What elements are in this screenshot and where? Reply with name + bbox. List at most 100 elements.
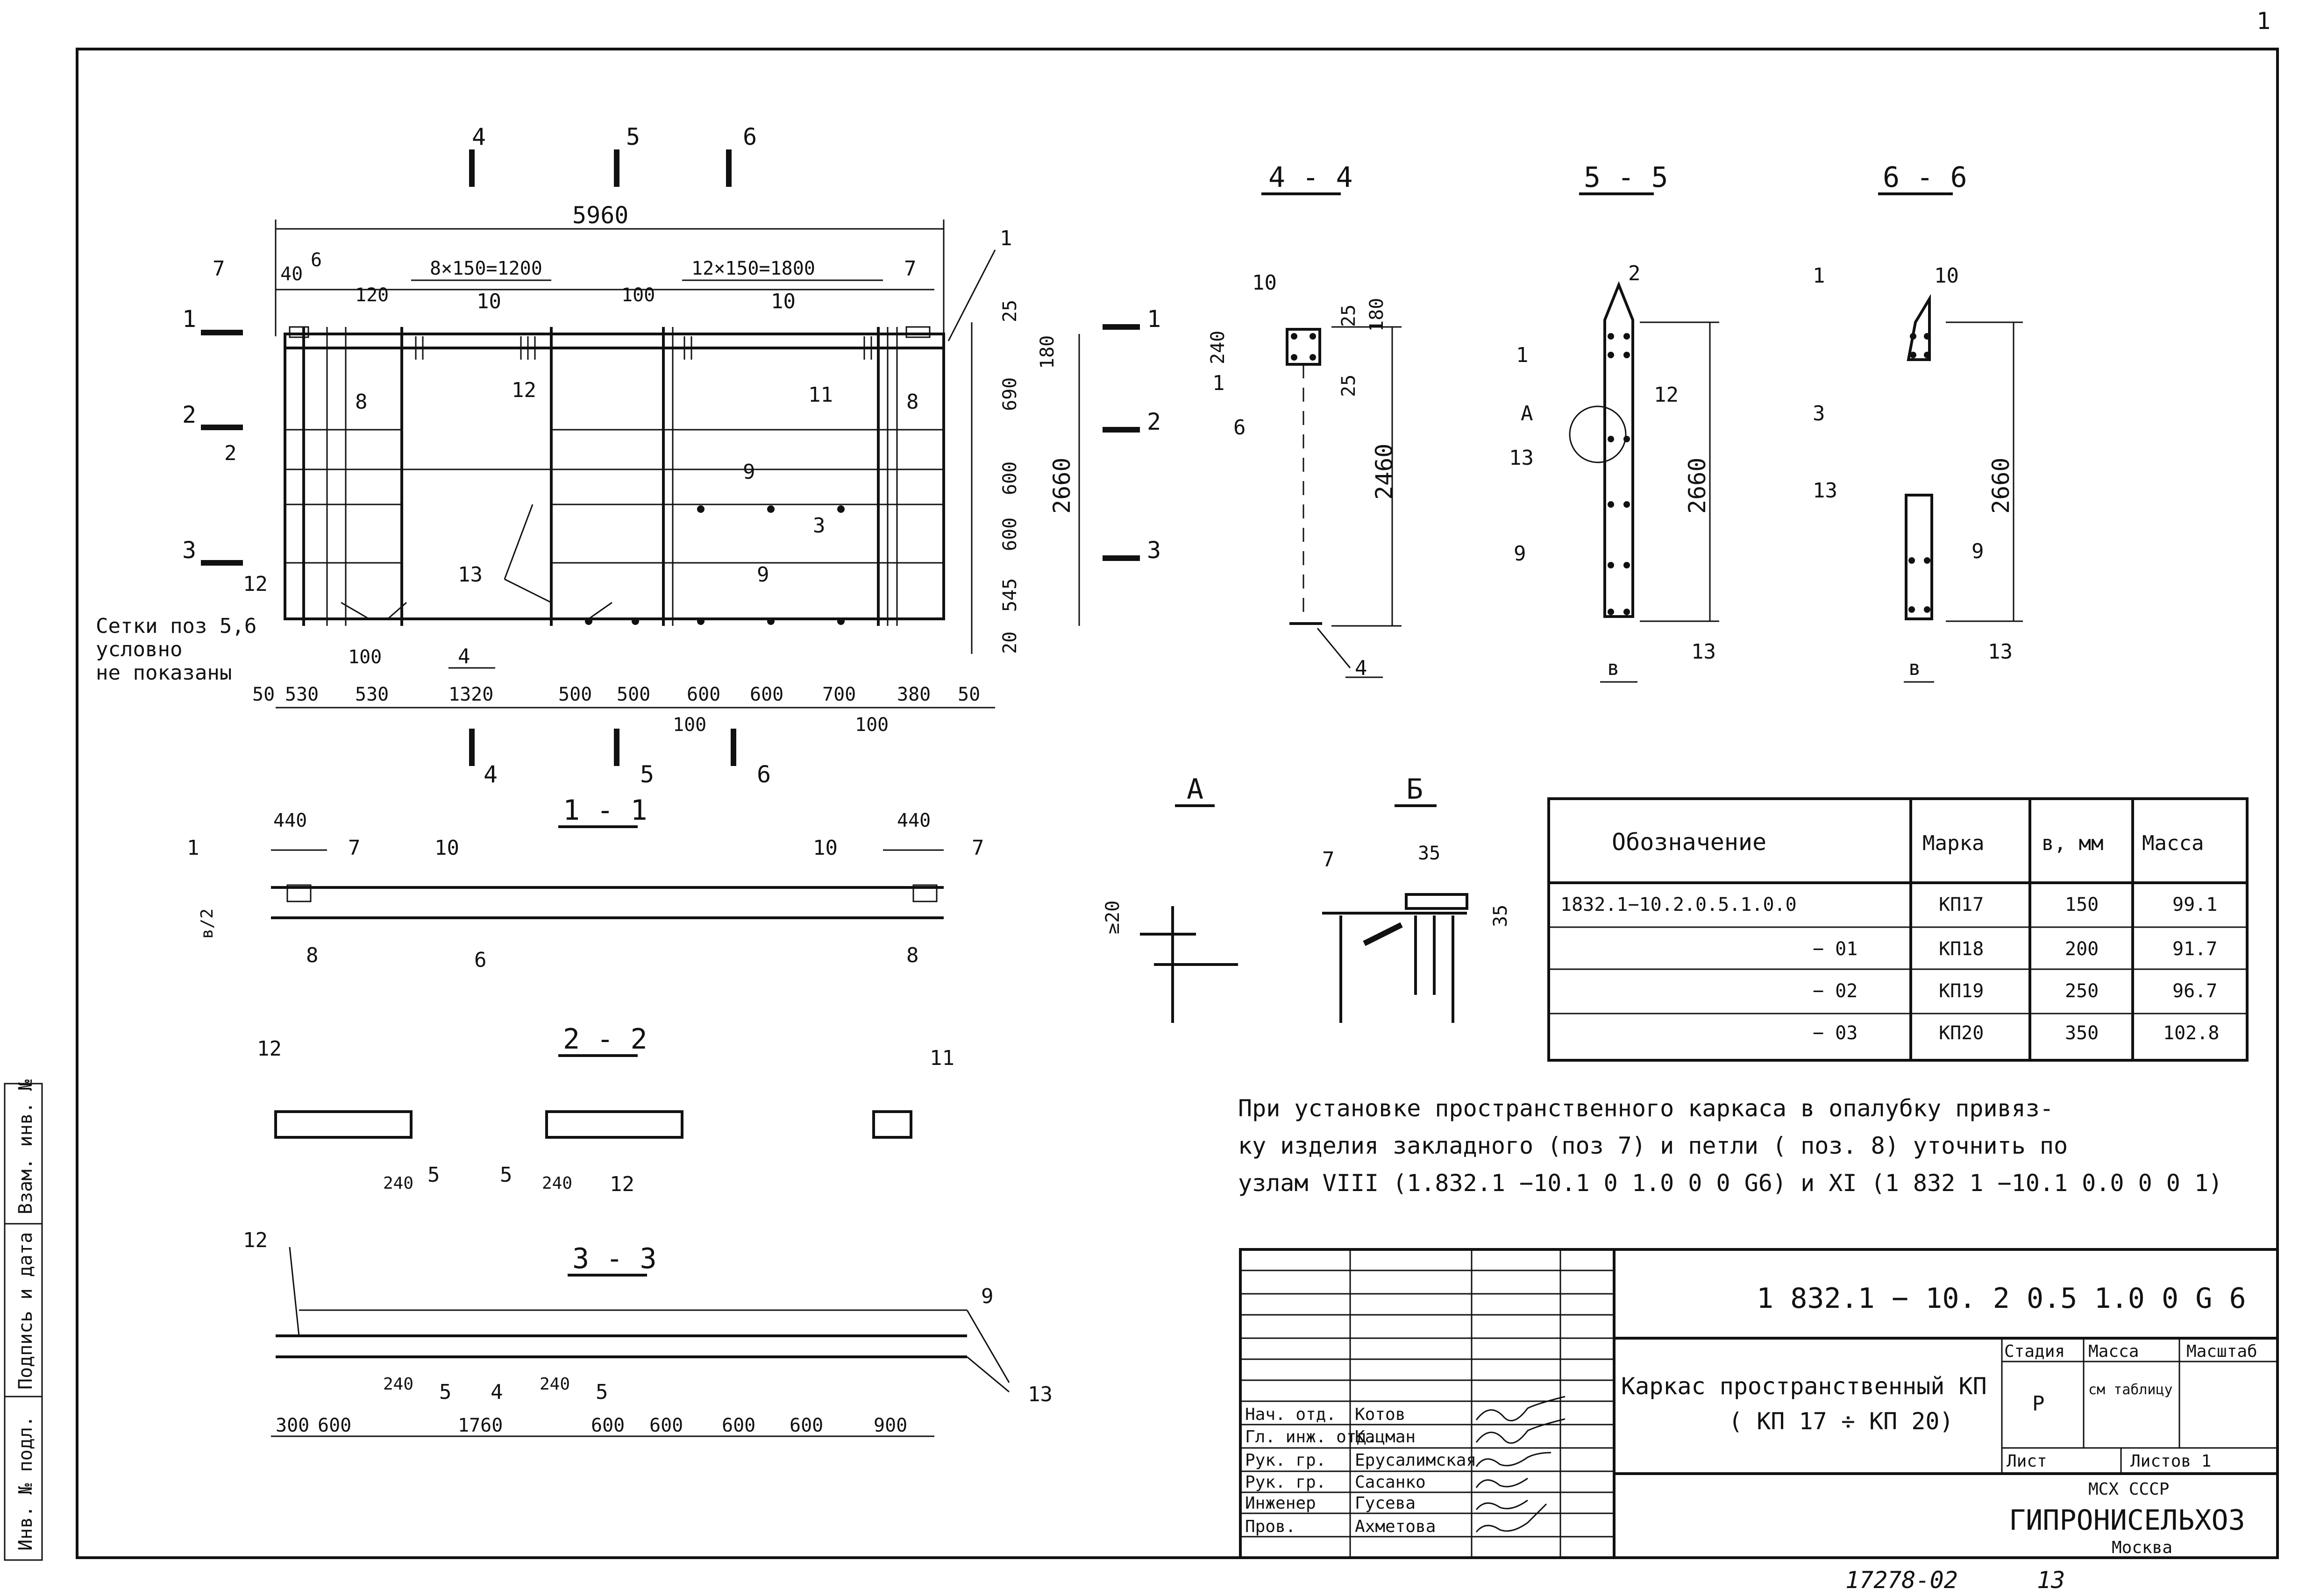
bottom-mark-6: 6 bbox=[757, 761, 771, 788]
dim-overall: 5960 bbox=[572, 202, 628, 229]
pos-label-12b: 12 bbox=[243, 572, 268, 596]
dim-bot-600b: 600 bbox=[750, 684, 783, 705]
spec-row4-b: 350 bbox=[2065, 1022, 2099, 1044]
side-stamp: Инв. № подл. Подпись и дата Взам. инв. № bbox=[4, 1079, 43, 1561]
s11-pos-7a: 7 bbox=[348, 836, 361, 860]
sig-name-4: Сасанко bbox=[1355, 1473, 1426, 1492]
sig-name-5: Гусева bbox=[1355, 1494, 1416, 1513]
detail-a-dim: ≥20 bbox=[1102, 901, 1124, 934]
sig-role-1: Нач. отд. bbox=[1245, 1405, 1336, 1424]
dim-sub-100a: 100 bbox=[348, 646, 382, 668]
s11-pos-8a: 8 bbox=[306, 943, 319, 967]
side-mark-3: 3 bbox=[182, 537, 196, 564]
s11-pos-7b: 7 bbox=[972, 836, 984, 860]
dim-top-12x150: 12×150=1800 bbox=[691, 258, 815, 279]
side-mark-2r: 2 bbox=[1147, 408, 1161, 435]
s22-pos-5b: 5 bbox=[500, 1163, 512, 1187]
pos-label-8a: 8 bbox=[355, 390, 368, 414]
s44-pos-4: 4 bbox=[1355, 656, 1367, 680]
pos-label-10a: 10 bbox=[477, 290, 501, 313]
detail-b-pos-7: 7 bbox=[1322, 848, 1335, 872]
s55-pos-13b: 13 bbox=[1691, 640, 1716, 664]
s22-pos-12b: 12 bbox=[610, 1172, 634, 1196]
s11-dim-b2: в/2 bbox=[198, 908, 217, 939]
section-1-1: 1 - 1 440 440 в/2 1 7 10 10 7 8 6 8 bbox=[187, 794, 984, 972]
s44-dim-25b: 25 bbox=[1338, 375, 1359, 397]
pos-label-10b: 10 bbox=[771, 290, 796, 313]
sig-name-3: Ерусалимская bbox=[1355, 1451, 1476, 1470]
sig-role-3: Рук. гр. bbox=[1245, 1451, 1326, 1470]
note-line-1: Сетки поз 5,6 bbox=[96, 614, 256, 638]
dim-top-40: 40 bbox=[280, 263, 303, 285]
detail-b-title: Б bbox=[1406, 773, 1423, 806]
spec-row3-mark: КП19 bbox=[1939, 980, 1984, 1002]
bottom-mark-5: 5 bbox=[640, 761, 654, 788]
s33-dim-1760: 1760 bbox=[458, 1415, 503, 1436]
dim-right-25: 25 bbox=[999, 300, 1021, 322]
s66-dim-2660: 2660 bbox=[1987, 458, 2014, 514]
stage-value: Р bbox=[2032, 1392, 2045, 1416]
section-5-5: 5 - 5 2660 в 2 1 А 12 13 9 13 bbox=[1509, 161, 1719, 683]
main-view: 5960 40 120 8×150=1200 100 12×150=1800 bbox=[96, 123, 1161, 788]
section-5-5-title: 5 - 5 bbox=[1584, 161, 1668, 194]
title-line-1: Каркас пространственный КП bbox=[1621, 1373, 1987, 1400]
s66-dim-b: в bbox=[1908, 656, 1921, 680]
installation-note: При установке пространственного каркаса … bbox=[1238, 1095, 2222, 1197]
archive-number: 17278-02 bbox=[1845, 1567, 1958, 1594]
spec-row4-mark: КП20 bbox=[1939, 1022, 1984, 1044]
note-line-3: не показаны bbox=[96, 661, 232, 685]
s33-dim-240b: 240 bbox=[540, 1375, 570, 1394]
s55-pos-1: 1 bbox=[1516, 343, 1529, 367]
stage-label: Стадия bbox=[2004, 1342, 2065, 1361]
mass-label: Масса bbox=[2088, 1342, 2139, 1361]
spec-row2-mark: КП18 bbox=[1939, 938, 1984, 960]
title-block: Нач. отд. Котов Гл. инж. отд. Кацман Рук… bbox=[1239, 1248, 2279, 1559]
section-2-2: 2 - 2 12 11 5 5 12 240 240 bbox=[257, 1023, 954, 1196]
dim-right-600a: 600 bbox=[999, 461, 1021, 495]
dim-right-2660: 2660 bbox=[1048, 458, 1075, 514]
spec-row2-mass: 91.7 bbox=[2172, 938, 2217, 960]
s55-pos-12: 12 bbox=[1654, 383, 1679, 407]
dim-bot-700: 700 bbox=[822, 684, 856, 705]
side-stamp-inv: Инв. № подл. bbox=[15, 1416, 36, 1551]
dim-bot-50b: 50 bbox=[958, 684, 980, 705]
s22-dim-240a: 240 bbox=[383, 1174, 413, 1193]
note-line-2: условно bbox=[96, 638, 182, 661]
s66-pos-3: 3 bbox=[1813, 402, 1825, 426]
s44-pos-10: 10 bbox=[1252, 271, 1277, 295]
dim-right-690: 690 bbox=[999, 377, 1021, 411]
section-2-2-title: 2 - 2 bbox=[563, 1023, 648, 1056]
note-line-b: ку изделия закладного (поз 7) и петли ( … bbox=[1238, 1132, 2068, 1159]
dim-bot-600a: 600 bbox=[687, 684, 720, 705]
dim-bot-500a: 500 bbox=[558, 684, 592, 705]
dim-top-100: 100 bbox=[621, 284, 655, 306]
bottom-mark-4: 4 bbox=[484, 761, 498, 788]
s33-pos-9: 9 bbox=[981, 1284, 994, 1308]
dim-right-20: 20 bbox=[999, 631, 1021, 654]
s44-dim-2460: 2460 bbox=[1371, 444, 1398, 500]
s33-dim-600d: 600 bbox=[722, 1415, 755, 1436]
s33-pos-12: 12 bbox=[243, 1228, 268, 1252]
spec-row2-b: 200 bbox=[2065, 938, 2099, 960]
dim-top-120: 120 bbox=[355, 284, 389, 306]
pos-label-8b: 8 bbox=[906, 390, 919, 414]
handwritten-signatures bbox=[1475, 1396, 1566, 1532]
section-4-4-title: 4 - 4 bbox=[1268, 161, 1353, 194]
s11-dim-440a: 440 bbox=[273, 810, 307, 831]
mass-value: см таблицу bbox=[2088, 1382, 2173, 1398]
section-6-6-title: 6 - 6 bbox=[1883, 161, 1967, 194]
sig-role-5: Инженер bbox=[1245, 1494, 1316, 1513]
s11-dim-440b: 440 bbox=[897, 810, 931, 831]
s44-pos-1: 1 bbox=[1212, 371, 1225, 395]
spec-header-b: в, мм bbox=[2042, 831, 2103, 855]
section-3-3-title: 3 - 3 bbox=[572, 1242, 657, 1275]
s55-pos-2: 2 bbox=[1628, 262, 1641, 285]
s66-pos-1: 1 bbox=[1813, 264, 1825, 288]
s44-dim-25a: 25 bbox=[1338, 305, 1359, 327]
s11-pos-1: 1 bbox=[187, 836, 199, 860]
sig-name-1: Котов bbox=[1355, 1405, 1405, 1424]
pos-label-1: 1 bbox=[1000, 227, 1012, 250]
spec-row1-b: 150 bbox=[2065, 894, 2099, 915]
dim-bot-530b: 530 bbox=[355, 684, 389, 705]
page-number: 1 bbox=[2256, 7, 2270, 35]
